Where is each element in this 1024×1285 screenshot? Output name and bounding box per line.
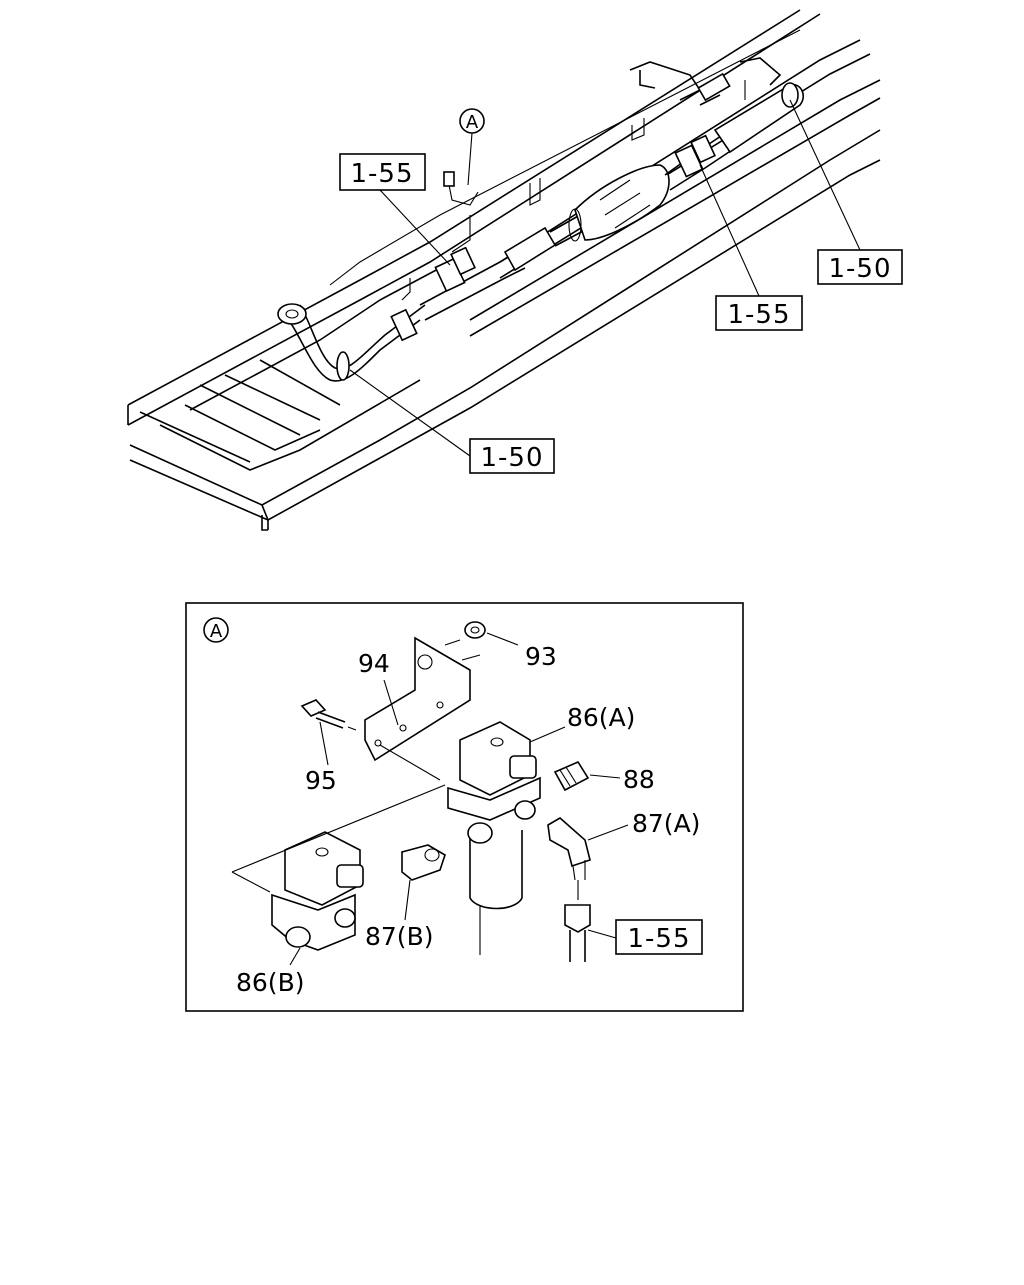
ref-box-1-label: 1-55 [350, 159, 413, 189]
detail-marker-a-label: A [210, 621, 223, 642]
callout-marker-a: A [459, 108, 485, 186]
ref-box-2-label: 1-50 [828, 254, 891, 284]
bolt-95 [300, 699, 357, 766]
detail-ref-box: 1-55 [615, 919, 703, 955]
part-label-95: 95 [305, 766, 337, 795]
vehicle-frame [127, 9, 881, 531]
detail-ref-box-label: 1-55 [627, 924, 690, 954]
washer-93 [464, 621, 519, 646]
ref-box-4: 1-50 [349, 369, 555, 474]
elbow-fitting-87a [547, 817, 629, 962]
detail-marker-a: A [203, 617, 229, 643]
ref-box-3-label: 1-55 [727, 300, 790, 330]
part-label-86a: 86(A) [567, 703, 635, 732]
solenoid-valve-86b [231, 784, 446, 966]
part-label-94: 94 [358, 649, 390, 678]
exhaust-system [277, 72, 805, 382]
part-label-87b: 87(B) [365, 922, 433, 951]
ref-box-3: 1-55 [699, 164, 803, 331]
part-label-88: 88 [623, 765, 655, 794]
part-label-86b: 86(B) [236, 968, 304, 997]
callout-marker-a-label: A [466, 112, 479, 133]
plug-87b [401, 844, 446, 921]
ref-box-2: 1-50 [789, 99, 903, 285]
ref-box-1: 1-55 [339, 153, 451, 266]
fitting-88 [553, 760, 621, 792]
ref-box-4-label: 1-50 [480, 443, 543, 473]
part-label-93: 93 [525, 642, 557, 671]
bracket-94 [364, 636, 481, 762]
part-label-87a: 87(A) [632, 809, 700, 838]
solenoid-valve-86a [379, 721, 566, 955]
